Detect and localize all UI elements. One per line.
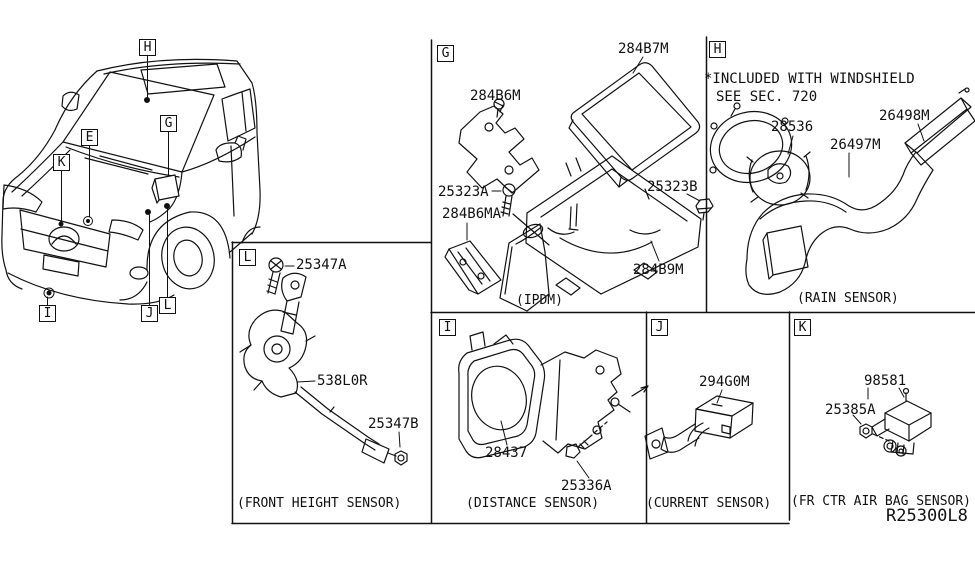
part-label-rain-sensor: 28536 — [771, 119, 814, 135]
current-sensor-drawing — [644, 389, 754, 460]
ipdm-drawing — [444, 56, 714, 312]
panel-H-letter: H — [713, 42, 722, 57]
car-callout-H: H — [139, 39, 156, 56]
car-illustration — [1, 58, 261, 305]
car-callout-J-letter: J — [145, 306, 154, 321]
part-label-cover-upper: 284B7M — [618, 41, 669, 57]
part-label-bracket-a: 284B6MA — [442, 206, 502, 222]
panel-G-letter: G — [441, 46, 450, 61]
part-label-airbag-nut: 25385A — [825, 402, 876, 418]
caption-current-sensor: (CURRENT SENSOR) — [646, 496, 772, 511]
panel-I-letter: I — [443, 320, 452, 335]
panel-K-letter-box: K — [794, 319, 811, 336]
car-callout-I-letter: I — [43, 306, 52, 321]
car-callout-H-letter: H — [143, 40, 152, 55]
part-label-screw-a: 25323A — [438, 184, 489, 200]
part-label-height-nut: 25347B — [368, 416, 419, 432]
airbag-sensor-drawing — [852, 387, 932, 457]
car-callout-L-letter: L — [163, 298, 172, 313]
panel-K-letter: K — [798, 320, 807, 335]
car-callout-G: G — [160, 115, 177, 132]
panel-L-letter-box: L — [239, 249, 256, 266]
panel-L-letter: L — [243, 250, 252, 265]
panel-I-letter-box: I — [439, 319, 456, 336]
part-label-rain-cover: 26497M — [830, 137, 881, 153]
windshield-note-line1: *INCLUDED WITH WINDSHIELD — [704, 71, 915, 87]
panel-J-letter: J — [655, 320, 664, 335]
brand-badge — [48, 226, 80, 252]
rain-sensor-drawing — [709, 87, 975, 295]
car-callout-E: E — [81, 129, 98, 146]
caption-distance-sensor: (DISTANCE SENSOR) — [466, 496, 600, 511]
car-callout-E-letter: E — [85, 130, 94, 145]
caption-airbag-sensor: (FR CTR AIR BAG SENSOR) — [791, 494, 972, 509]
part-label-airbag-sensor: 98581 — [864, 373, 907, 389]
panel-borders — [231, 36, 975, 525]
part-label-rain-channel: 26498M — [879, 108, 930, 124]
distance-sensor-drawing — [458, 331, 649, 479]
car-callout-L: L — [159, 297, 176, 314]
car-callout-I: I — [39, 305, 56, 322]
car-callout-K: K — [53, 154, 70, 171]
car-callout-K-letter: K — [57, 155, 66, 170]
car-callout-G-letter: G — [164, 116, 173, 131]
panel-G-letter-box: G — [437, 45, 454, 62]
part-label-housing-lower: 284B9M — [633, 262, 684, 278]
car-callout-leaders — [43, 55, 170, 306]
caption-ipdm: (IPDM) — [516, 293, 563, 308]
part-label-height-bolt: 25347A — [296, 257, 347, 273]
part-label-height-sensor: 538L0R — [317, 373, 368, 389]
caption-rain-sensor: (RAIN SENSOR) — [797, 291, 899, 306]
part-label-distance-sensor: 28437 — [485, 445, 528, 461]
front-height-sensor-drawing — [239, 257, 408, 466]
windshield-note-line2: SEE SEC. 720 — [716, 89, 818, 105]
part-label-current-sensor: 294G0M — [699, 374, 750, 390]
part-label-ipdm-bracket: 284B6M — [470, 88, 521, 104]
car-callout-J: J — [141, 305, 158, 322]
panel-J-letter-box: J — [651, 319, 668, 336]
panel-H-letter-box: H — [709, 41, 726, 58]
part-label-screw-b: 25323B — [647, 179, 698, 195]
caption-front-height-sensor: (FRONT HEIGHT SENSOR) — [237, 496, 402, 511]
part-label-distance-bolt: 25336A — [561, 478, 612, 494]
diagram-ref-code: R25300L8 — [886, 506, 968, 526]
